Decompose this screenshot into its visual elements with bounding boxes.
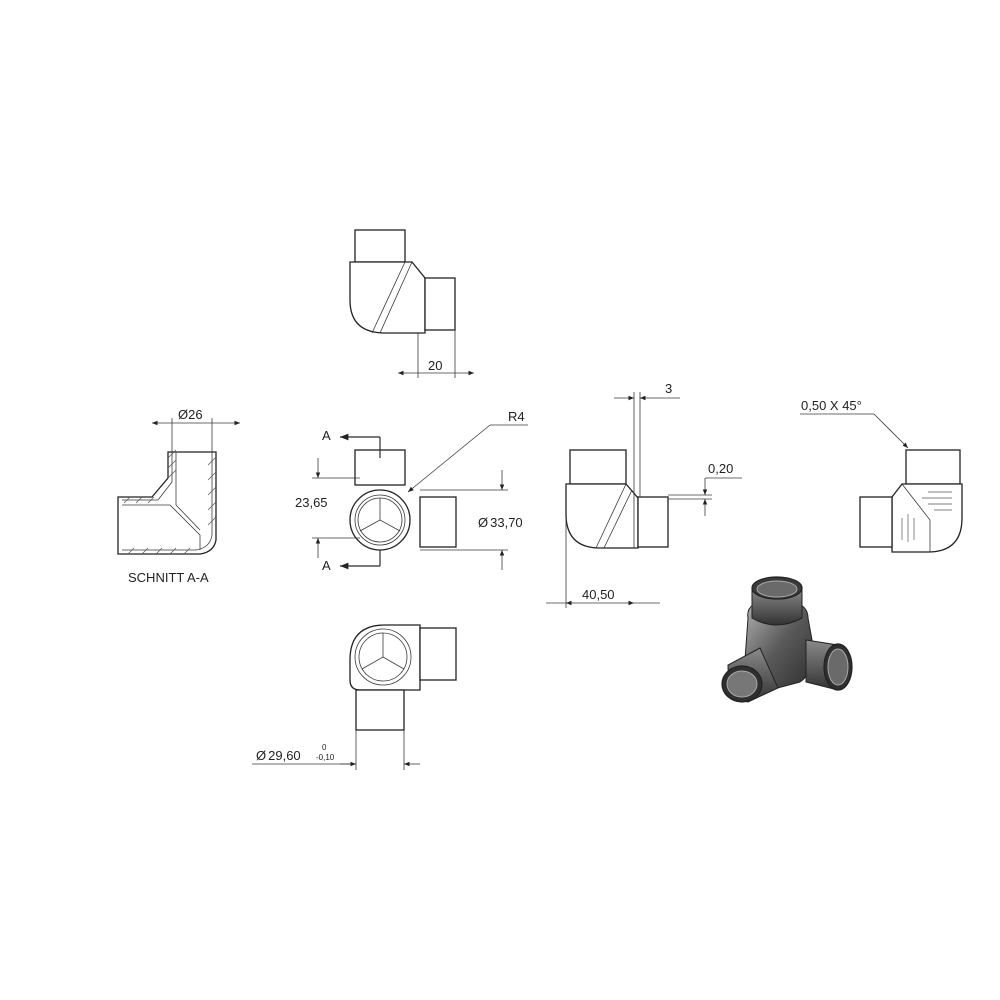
top-view-vertical-stub xyxy=(354,229,406,263)
right-view-side-stub xyxy=(859,496,893,548)
dim-text-26: 26 xyxy=(188,407,202,422)
dim-text-23-65: 23,65 xyxy=(295,495,328,510)
dim-text-chamfer: 0,50 X 45° xyxy=(801,398,862,413)
section-hatching xyxy=(123,449,217,555)
svg-text:Ø29,60: Ø29,60 xyxy=(256,748,301,763)
dim-text-0-20: 0,20 xyxy=(708,461,733,476)
dim-text-r4: R4 xyxy=(508,409,525,424)
tolerance-lower: -0,10 xyxy=(316,753,335,762)
side-view-top-stub xyxy=(569,449,627,485)
dim-text-3: 3 xyxy=(665,381,672,396)
side-view: 3 0,20 40,50 xyxy=(546,381,742,608)
dim-leader-chamfer xyxy=(873,413,909,449)
dim-text-29-60: 29,60 xyxy=(268,748,301,763)
dim-text-20: 20 xyxy=(428,358,442,373)
right-view-top-stub xyxy=(905,449,961,485)
top-view-miter-line xyxy=(371,261,406,334)
right-view-shading xyxy=(901,491,952,542)
front-view-side-stub xyxy=(419,496,457,548)
bottom-view-side-stub xyxy=(419,627,457,681)
top-view-elbow xyxy=(349,261,426,334)
side-view-side-stub xyxy=(637,496,669,548)
dim-leader-r4 xyxy=(407,424,491,493)
section-title: SCHNITT A-A xyxy=(128,570,209,585)
svg-text:Ø33,70: Ø33,70 xyxy=(478,515,523,530)
svg-text:Ø26: Ø26 xyxy=(178,407,203,422)
section-mark-top: A xyxy=(322,428,331,443)
isometric-view xyxy=(721,576,853,703)
right-view: 0,50 X 45° xyxy=(800,398,963,553)
dim-text-33-70: 33,70 xyxy=(490,515,523,530)
section-mark-bottom: A xyxy=(322,558,331,573)
top-view: 20 xyxy=(349,229,474,378)
top-view-horizontal-stub xyxy=(424,277,456,331)
dim-text-40-50: 40,50 xyxy=(582,587,615,602)
right-view-elbow xyxy=(891,483,963,553)
section-view: Ø26 SCHNITT A-A xyxy=(117,407,240,585)
section-body xyxy=(117,451,217,555)
diameter-symbol: Ø xyxy=(178,407,188,422)
tolerance-upper: 0 xyxy=(322,743,327,752)
bottom-view-bottom-stub xyxy=(355,689,405,731)
bottom-view-body xyxy=(349,624,421,691)
side-view-elbow xyxy=(565,483,639,549)
